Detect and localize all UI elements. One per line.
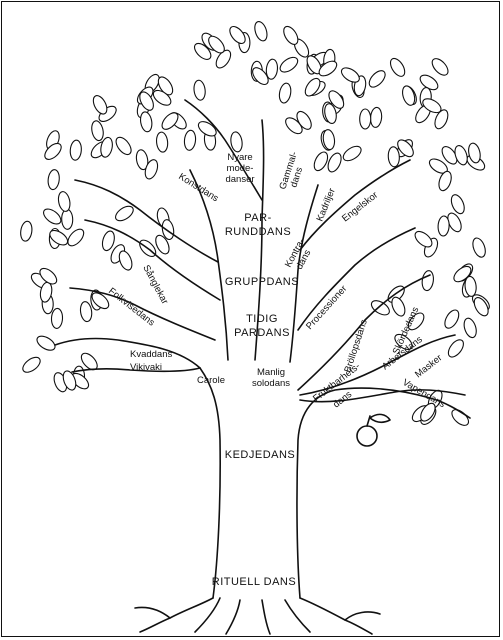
leaf bbox=[421, 270, 435, 291]
leaf bbox=[35, 333, 58, 353]
leaf bbox=[100, 230, 116, 252]
leaf bbox=[19, 221, 33, 242]
label-manlig-line2: solodans bbox=[252, 378, 290, 389]
trunk-labels: RITUELL DANS KEDJEDANS TIDIG PARDANS GRU… bbox=[212, 212, 299, 588]
label-kedjedans: KEDJEDANS bbox=[225, 449, 296, 461]
leaf bbox=[312, 150, 331, 173]
leaf bbox=[41, 206, 64, 227]
leaf bbox=[69, 140, 82, 161]
label-carole: Carole bbox=[197, 375, 225, 386]
label-par-line2: RUNDDANS bbox=[225, 226, 291, 238]
leaf bbox=[438, 216, 450, 237]
label-tidig-line2: PARDANS bbox=[234, 327, 290, 339]
leaf bbox=[90, 120, 105, 142]
leaf bbox=[341, 143, 364, 163]
leaf bbox=[366, 68, 388, 90]
label-vikivaki: Vikivaki bbox=[130, 362, 162, 373]
leaf bbox=[278, 54, 301, 75]
label-manlig-line1: Manlig bbox=[257, 367, 285, 378]
leaf bbox=[113, 135, 134, 158]
label-nyare-line2: mode- bbox=[227, 163, 254, 174]
leaf bbox=[471, 236, 488, 259]
leaf bbox=[57, 191, 72, 213]
leaf bbox=[360, 109, 371, 129]
leaf bbox=[265, 59, 278, 80]
label-fruktbarhetsdans-line2: dans bbox=[331, 389, 354, 411]
leaf bbox=[429, 56, 451, 78]
leaf bbox=[193, 80, 206, 101]
leaf bbox=[47, 169, 60, 190]
leaf bbox=[61, 209, 73, 229]
leaf bbox=[325, 151, 343, 174]
label-konstdans: Konstdans bbox=[176, 171, 220, 204]
leaf bbox=[449, 193, 467, 216]
leaf bbox=[184, 130, 197, 151]
leaf bbox=[445, 337, 466, 360]
leaf bbox=[113, 203, 136, 223]
leaf bbox=[370, 107, 383, 128]
label-kadriljer: Kadriljer bbox=[315, 187, 338, 223]
label-tidig-line1: TIDIG bbox=[246, 313, 278, 325]
leaf bbox=[462, 317, 479, 339]
label-rituell-dans: RITUELL DANS bbox=[212, 576, 296, 588]
label-kvaddans: Kvaddans bbox=[130, 349, 173, 360]
leaf bbox=[51, 308, 63, 328]
leaf bbox=[442, 308, 462, 331]
leaf bbox=[20, 354, 43, 375]
label-par-line1: PAR- bbox=[244, 212, 271, 224]
label-processioner: Processioner bbox=[304, 283, 349, 332]
label-sanglekar: Sånglekar bbox=[140, 263, 170, 306]
label-nyare-line1: Nyare bbox=[227, 152, 252, 163]
label-folkvisedans: Folkvisedans bbox=[106, 286, 157, 329]
leaf bbox=[139, 111, 153, 133]
label-engelskor: Engelskor bbox=[340, 190, 380, 225]
leaf bbox=[156, 132, 169, 153]
label-nyare-line3: danser bbox=[225, 174, 254, 185]
label-gruppdans: GRUPPDANS bbox=[225, 276, 299, 288]
leaf bbox=[79, 301, 93, 322]
leaf bbox=[253, 20, 270, 42]
leaf bbox=[388, 56, 408, 79]
label-masker: Masker bbox=[413, 353, 444, 381]
leaf bbox=[278, 82, 292, 104]
